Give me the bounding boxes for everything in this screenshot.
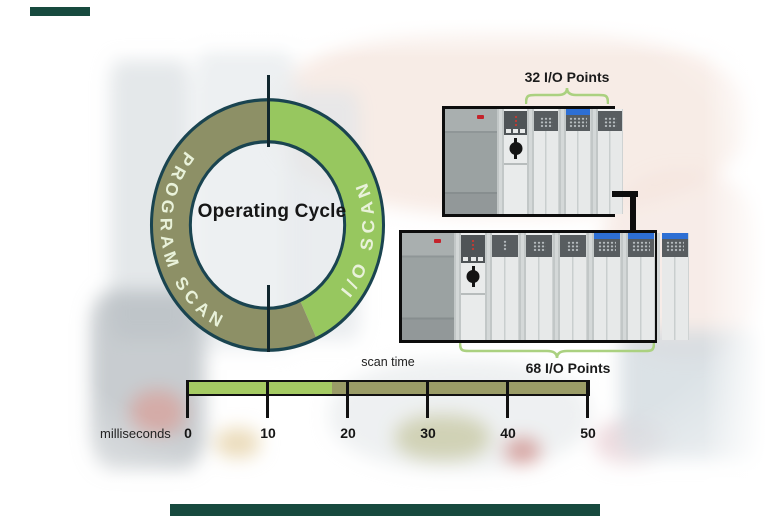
scale-tick-label: 20 xyxy=(340,425,356,441)
plc-rack-32 xyxy=(442,106,623,217)
io-led-grid xyxy=(632,241,650,252)
cycle-title: Operating Cycle xyxy=(197,201,347,222)
cpu-status-leds xyxy=(471,239,475,251)
scan-time-bar-olive xyxy=(332,382,588,394)
io-module xyxy=(534,109,559,214)
rack1-io-points-label: 32 I/O Points xyxy=(524,69,610,85)
plc-rack-68 xyxy=(399,230,689,343)
donut-segment-program-scan xyxy=(151,99,317,351)
scale-tick xyxy=(266,380,269,418)
io-module xyxy=(598,109,623,214)
key-switch xyxy=(509,142,522,155)
rack2-io-points-label: 68 I/O Points xyxy=(525,360,611,376)
io-led-grid xyxy=(603,117,617,127)
io-led-grid xyxy=(666,241,684,252)
power-led-icon xyxy=(477,115,484,119)
accent-bar-bottom xyxy=(170,504,600,516)
io-led-grid xyxy=(598,241,616,252)
rack1-brace xyxy=(525,87,609,104)
operating-cycle-donut: PROGRAM SCAN I/O SCAN xyxy=(149,98,386,352)
cpu-status-leds xyxy=(513,115,518,127)
io-led-grid xyxy=(532,241,546,251)
scale-tick-label: 10 xyxy=(260,425,276,441)
scale-tick-label: 40 xyxy=(500,425,516,441)
io-module xyxy=(628,233,655,340)
scale-tick xyxy=(506,380,509,418)
scale-tick-label: 30 xyxy=(420,425,436,441)
power-led-icon xyxy=(434,239,441,243)
rack-cable xyxy=(612,191,638,197)
io-module xyxy=(492,233,519,340)
milliseconds-label: milliseconds xyxy=(100,426,171,441)
scan-time-label: scan time xyxy=(361,355,415,369)
cycle-bottom-marker-line xyxy=(267,285,270,352)
io-module xyxy=(560,233,587,340)
cpu-module xyxy=(461,233,485,340)
donut-inner-outline xyxy=(188,140,347,310)
io-module xyxy=(526,233,553,340)
io-led-grid xyxy=(539,117,553,127)
cpu-module xyxy=(504,109,527,214)
accent-bar-top xyxy=(30,7,90,16)
io-module xyxy=(566,109,591,214)
io-led-grid xyxy=(566,241,580,251)
scale-tick xyxy=(426,380,429,418)
io-led-grid xyxy=(569,117,587,128)
rack2-brace xyxy=(459,343,655,359)
scale-tick xyxy=(586,380,589,418)
io-module xyxy=(594,233,621,340)
cycle-top-marker-line xyxy=(267,75,270,147)
io-led-grid xyxy=(503,240,507,251)
scale-tick xyxy=(346,380,349,418)
io-module xyxy=(662,233,689,340)
scale-tick xyxy=(186,380,189,418)
key-switch xyxy=(466,270,480,283)
power-supply-module xyxy=(402,233,454,340)
rack-cable xyxy=(630,191,636,234)
scan-time-bar-green xyxy=(188,382,332,394)
scale-tick-label: 50 xyxy=(580,425,596,441)
scale-tick-label: 0 xyxy=(184,425,192,441)
donut-segment-io-scan xyxy=(267,99,384,339)
scan-time-bar xyxy=(186,380,590,396)
power-supply-module xyxy=(445,109,497,214)
